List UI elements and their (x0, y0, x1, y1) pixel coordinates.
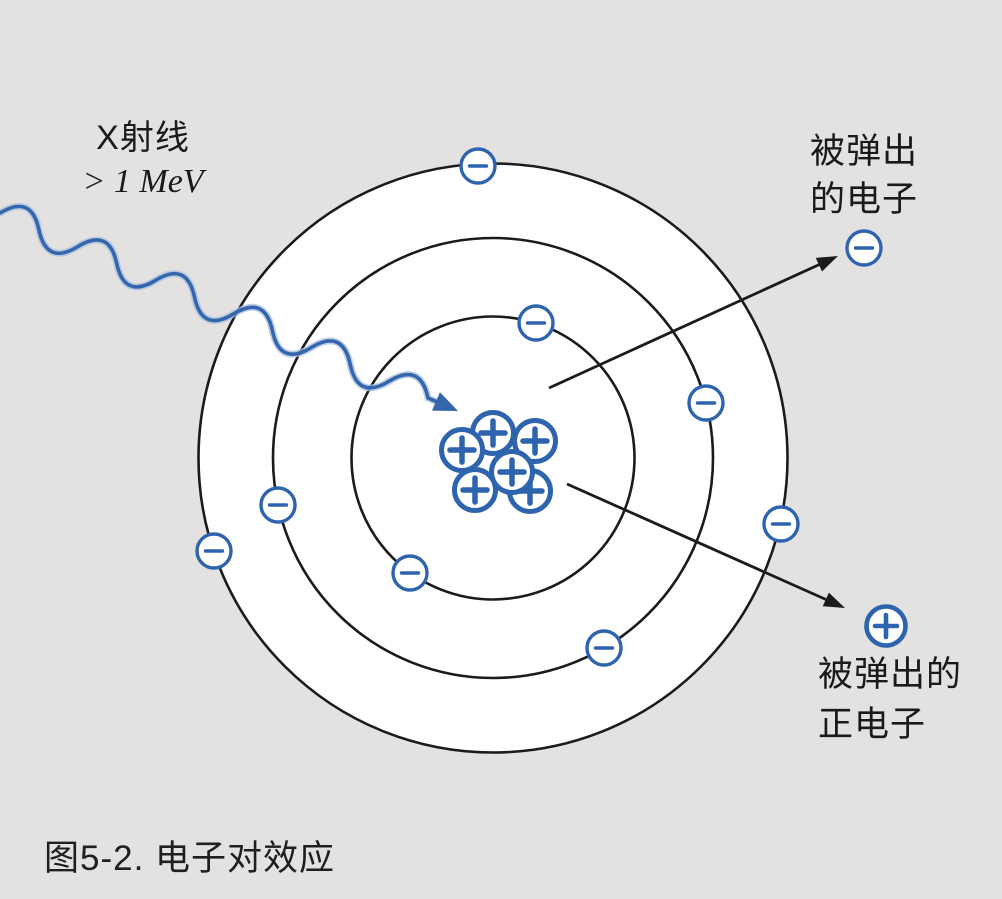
ejected-electron-label-line1: 被弹出 (810, 132, 919, 171)
xray-energy-text: > 1 MeV (82, 163, 204, 200)
ejected-positron-label: 被弹出的 正电子 (818, 650, 962, 750)
electron-shell-ring (350, 315, 636, 601)
figure-caption: 图5-2. 电子对效应 (44, 839, 336, 878)
xray-label: X射线 > 1 MeV (76, 110, 210, 201)
photon-arrowhead-icon (432, 392, 458, 411)
ejected-positron-label-line2: 正电子 (818, 705, 927, 744)
ejected-electron-arrow-line (548, 262, 822, 390)
ejected-electron-arrow-arrowhead-icon (815, 256, 838, 272)
ejected-positron-arrow-arrowhead-icon (822, 592, 845, 608)
ejected-positron-label-line1: 被弹出的 (818, 655, 963, 694)
ejected-electron-label-line2: 的电子 (810, 180, 919, 219)
ejected-positron-arrow-line (566, 482, 829, 602)
photon-wave (0, 204, 441, 405)
ejected-electron-label: 被弹出 的电子 (810, 128, 918, 224)
xray-label-text: X射线 (96, 119, 190, 157)
